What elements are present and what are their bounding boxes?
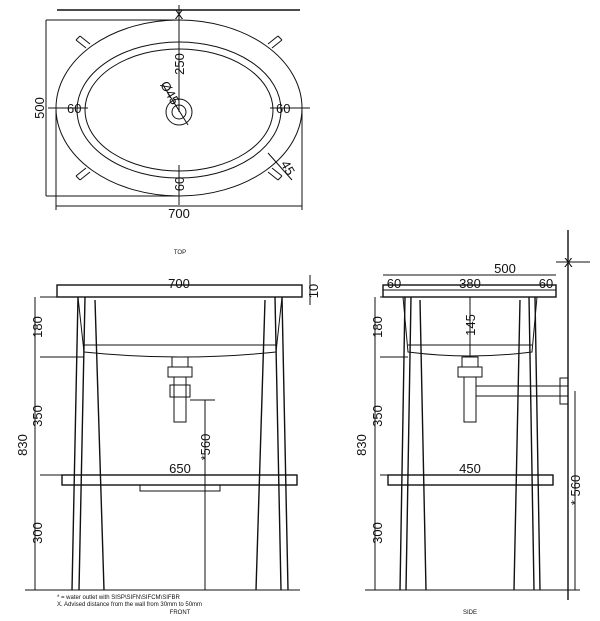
dim-upper: 180	[370, 316, 385, 338]
dim-leg-angle: 45	[278, 158, 298, 178]
basin	[77, 296, 283, 358]
side-view-label: SIDE	[463, 610, 477, 616]
dim-left: 60	[387, 276, 401, 291]
dim-middle: 350	[30, 405, 45, 427]
dim-mid: 380	[459, 276, 481, 291]
countertop	[56, 284, 303, 298]
dim-left: 60	[67, 101, 81, 116]
dim-height: 830	[354, 434, 369, 456]
legs	[71, 296, 289, 591]
dim-lower: 300	[30, 522, 45, 544]
x-mark: X	[175, 7, 184, 22]
dim-middle: 350	[370, 405, 385, 427]
leg-stubs	[75, 35, 283, 181]
shelf	[61, 474, 298, 486]
side-view: 500 X 60 380 60 145 830 180 350 300 450 …	[354, 230, 590, 616]
dim-height: 830	[15, 434, 30, 456]
dim-upper: 180	[30, 316, 45, 338]
dim-width: 700	[168, 276, 190, 291]
dim-right: 60	[539, 276, 553, 291]
top-view: X 60 60 700 500 250 Ø45 60 45 TOP	[32, 5, 310, 256]
note-wall-distance: X. Advised distance from the wall from 3…	[57, 602, 202, 608]
top-view-label: TOP	[174, 250, 186, 256]
x-mark: X	[564, 255, 573, 270]
dim-shelf: 650	[169, 461, 191, 476]
dim-bottom: 60	[172, 177, 187, 191]
note-outlet: * = water outlet with SISP\SIFN\SIFCM\SI…	[57, 595, 181, 601]
dim-width: 700	[168, 206, 190, 221]
dim-outlet: *560	[198, 434, 213, 461]
dim-lower: 300	[370, 522, 385, 544]
drain-trap	[167, 356, 193, 423]
dim-outlet: * 560	[568, 475, 583, 505]
front-view-label: FRONT	[170, 610, 191, 616]
dim-depth: 500	[494, 261, 516, 276]
drain-pipe	[457, 356, 569, 423]
dim-shelf: 450	[459, 461, 481, 476]
dim-basin: 145	[463, 314, 478, 336]
dim-right: 60	[276, 101, 290, 116]
dim-center: 250	[172, 53, 187, 75]
dim-top-thickness: 10	[306, 284, 321, 298]
dim-depth: 500	[32, 97, 47, 119]
legs	[399, 296, 541, 591]
shelf	[387, 474, 554, 486]
front-view: 700 10 830 180 350 300 650 *560 * = wate…	[15, 275, 321, 616]
